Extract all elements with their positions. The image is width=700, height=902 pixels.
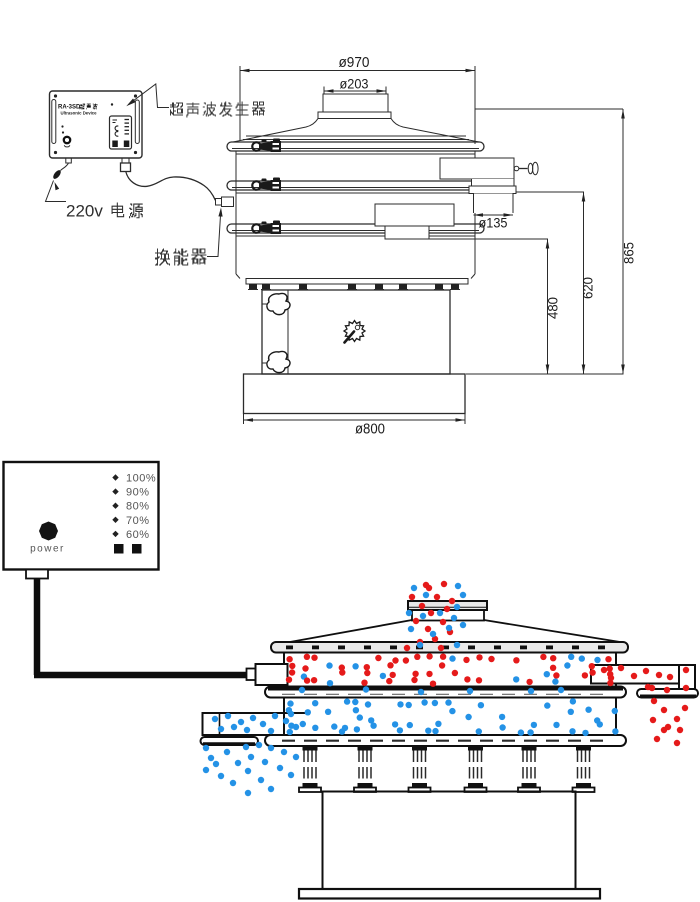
svg-text:480: 480 bbox=[546, 297, 561, 319]
svg-text:ø970: ø970 bbox=[339, 54, 370, 71]
svg-text:Ultrasonic Device: Ultrasonic Device bbox=[61, 111, 98, 116]
svg-text:ø203: ø203 bbox=[340, 77, 369, 92]
svg-text:ø135: ø135 bbox=[479, 216, 508, 231]
svg-text:865: 865 bbox=[622, 242, 637, 264]
svg-text:RA-3SD: RA-3SD bbox=[58, 105, 81, 111]
svg-text:power: power bbox=[30, 544, 65, 555]
svg-text:ø800: ø800 bbox=[355, 422, 385, 438]
svg-text:70%: 70% bbox=[126, 515, 150, 527]
svg-text:80%: 80% bbox=[126, 501, 150, 513]
svg-text:90%: 90% bbox=[126, 487, 150, 499]
svg-text:60%: 60% bbox=[126, 529, 150, 541]
svg-text:620: 620 bbox=[581, 277, 596, 299]
svg-text:220v: 220v bbox=[66, 202, 103, 221]
svg-text:100%: 100% bbox=[126, 473, 156, 485]
